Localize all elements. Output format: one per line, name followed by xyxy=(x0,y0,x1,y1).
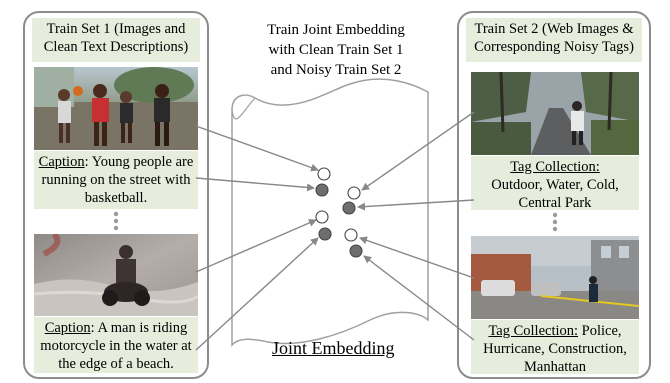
caption-1-line2: running on the street with xyxy=(41,172,191,188)
caption-1-line1: Caption: Young people are xyxy=(34,153,198,171)
tags-1-line1: Outdoor, Water, Cold, xyxy=(491,177,619,193)
center-title-line2: with Clean Train Set 1 xyxy=(268,42,404,58)
train-set-1-header: Train Set 1 (Images and Clean Text Descr… xyxy=(32,18,200,62)
motorcycle-beach-photo xyxy=(34,234,198,316)
hurricane-street-photo xyxy=(471,236,639,319)
text-point-2 xyxy=(315,210,329,224)
train-set-2-panel xyxy=(457,11,651,379)
center-title: Train Joint Embedding with Clean Train S… xyxy=(236,20,436,80)
train-set-1-panel xyxy=(23,11,209,379)
joint-embedding-surface xyxy=(231,78,429,348)
center-title-line3: and Noisy Train Set 2 xyxy=(270,62,402,78)
arrow-photo1-to-text-point xyxy=(195,125,319,172)
arrow-caption2-to-image-point xyxy=(195,237,319,351)
image-point-3 xyxy=(342,201,356,215)
tags-1-line2: Central Park xyxy=(518,195,592,211)
caption-1-label: Caption xyxy=(38,154,85,170)
caption-2-line2: motorcycle in the water at xyxy=(40,338,192,354)
train-set-2-header-line2: Corresponding Noisy Tags) xyxy=(474,39,634,55)
caption-2-line3: the edge of a beach. xyxy=(58,356,174,372)
image-point-2 xyxy=(318,227,332,241)
text-point-4 xyxy=(344,228,358,242)
tags-2-line2: Hurricane, Construction, xyxy=(483,341,627,357)
text-point-1 xyxy=(317,167,331,181)
tags-2-line1: Tag Collection: Police, xyxy=(471,322,639,340)
train-set-2-header-line1: Train Set 2 (Web Images & xyxy=(474,21,634,37)
basketball-street-photo xyxy=(34,67,198,150)
arrows xyxy=(195,111,475,351)
tags-2-box: Tag Collection: Police, Hurricane, Const… xyxy=(471,320,639,375)
tags-1-label: Tag Collection: xyxy=(510,159,600,175)
caption-1-text1: : Young people are xyxy=(84,154,194,170)
train-set-1-header-line2: Clean Text Descriptions) xyxy=(43,39,189,55)
caption-1-box: Caption: Young people are running on the… xyxy=(34,151,198,209)
tags-2-label: Tag Collection: xyxy=(488,323,579,339)
caption-2-text1: : A man is riding xyxy=(90,320,188,336)
text-point-3 xyxy=(347,186,361,200)
caption-2-line1: Caption: A man is riding xyxy=(34,319,198,337)
caption-2-box: Caption: A man is riding motorcycle in t… xyxy=(34,317,198,373)
caption-1-line3: basketball. xyxy=(84,190,148,206)
train-set-2-header: Train Set 2 (Web Images & Corresponding … xyxy=(466,18,642,62)
tags-2-line3: Manhattan xyxy=(523,359,586,375)
tags-2-text1: Police, xyxy=(578,323,622,339)
embedding-points xyxy=(315,167,363,258)
center-title-line1: Train Joint Embedding xyxy=(267,22,405,38)
central-park-photo xyxy=(471,72,639,155)
tags-1-box: Tag Collection: Outdoor, Water, Cold, Ce… xyxy=(471,156,639,211)
caption-2-label: Caption xyxy=(44,320,91,336)
image-point-4 xyxy=(349,244,363,258)
train-set-1-header-line1: Train Set 1 (Images and xyxy=(46,21,186,37)
arrow-photo2-to-text-point xyxy=(195,219,317,273)
arrow-caption1-to-image-point xyxy=(195,177,315,192)
image-point-1 xyxy=(315,183,329,197)
joint-embedding-label: Joint Embedding xyxy=(272,338,395,358)
